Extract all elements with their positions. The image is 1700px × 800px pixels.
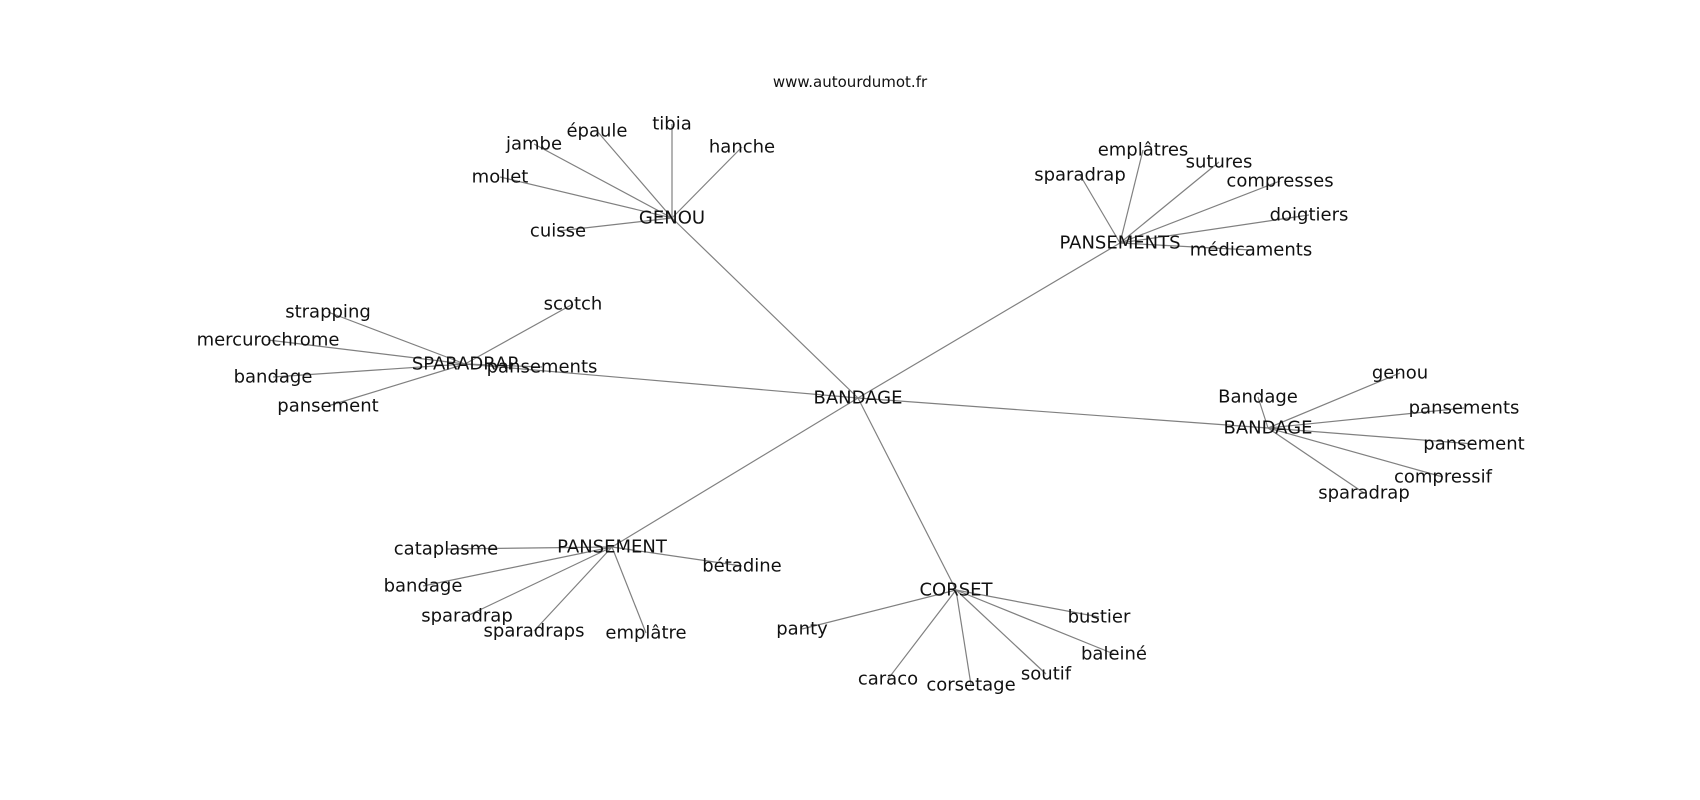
hub-node-label: SPARADRAP — [412, 354, 518, 375]
edge-hub-to-word — [1079, 174, 1121, 244]
word-node-label: bandage — [234, 367, 313, 388]
word-node-label: soutif — [1021, 664, 1072, 685]
word-node-label: médicaments — [1190, 240, 1312, 261]
word-node-label: hanche — [709, 137, 775, 158]
center-node-label: BANDAGE — [814, 388, 903, 409]
edge-hub-to-word — [1119, 161, 1220, 244]
word-node-label: sparadrap — [421, 606, 513, 627]
edge-hub-to-word — [445, 546, 613, 550]
word-node-label: strapping — [285, 302, 371, 323]
word-node-label: mercurochrome — [197, 330, 340, 351]
edge-hub-to-word — [1257, 396, 1269, 429]
word-node-label: bandage — [384, 576, 463, 597]
edge-hub-to-word — [955, 589, 1115, 655]
edge-center-to-hub — [464, 363, 859, 399]
edge-hub-to-word — [801, 589, 957, 630]
word-node-label: cuisse — [530, 221, 586, 242]
word-node-label: bétadine — [702, 556, 782, 577]
edge-hub-to-word — [611, 546, 647, 634]
edge-hub-to-word — [1267, 427, 1475, 445]
edge-hub-to-word — [1119, 180, 1281, 244]
word-node-label: sparadrap — [1318, 483, 1410, 504]
edge-hub-to-word — [557, 217, 673, 232]
edge-hub-to-word — [611, 546, 743, 567]
hub-node-label: GENOU — [639, 208, 705, 229]
edge-hub-to-word — [464, 363, 543, 368]
word-node-label: baleiné — [1081, 644, 1147, 665]
word-node-label: compressif — [1394, 467, 1493, 488]
edge-center-to-hub — [671, 217, 859, 399]
word-node-label: caraco — [858, 669, 918, 690]
edge-hub-to-word — [267, 339, 466, 365]
edge-hub-to-word — [1119, 149, 1144, 244]
edge-hub-to-word — [499, 176, 673, 219]
word-node-label: corsetage — [926, 675, 1015, 696]
edge-hub-to-word — [955, 589, 1100, 618]
edge-hub-to-word — [596, 130, 673, 219]
word-node-label: pansements — [487, 357, 598, 378]
word-node-label: cataplasme — [394, 539, 498, 560]
edge-center-to-hub — [857, 397, 957, 591]
edge-center-to-hub — [857, 242, 1121, 399]
edge-hub-to-word — [533, 143, 673, 219]
edge-hub-to-word — [1267, 427, 1365, 494]
word-node-label: sutures — [1186, 152, 1253, 173]
word-node-label: doigtiers — [1270, 205, 1349, 226]
hub-node-label: CORSET — [919, 580, 993, 601]
edge-hub-to-word — [1267, 372, 1401, 429]
edge-center-to-hub — [857, 397, 1269, 429]
edge-hub-to-word — [887, 589, 957, 680]
graph-edges — [267, 124, 1475, 686]
edge-hub-to-word — [272, 363, 466, 378]
edge-hub-to-word — [1119, 214, 1310, 244]
hub-node-label: BANDAGE — [1224, 418, 1313, 439]
hub-node-label: PANSEMENT — [557, 537, 668, 558]
word-node-label: bustier — [1068, 607, 1131, 628]
edge-hub-to-word — [955, 589, 1047, 675]
edge-hub-to-word — [671, 146, 743, 219]
word-node-label: panty — [776, 619, 828, 640]
word-node-label: mollet — [472, 167, 529, 188]
edge-hub-to-word — [422, 546, 613, 587]
word-node-label: scotch — [544, 294, 603, 315]
word-node-label: emplâtre — [605, 623, 686, 644]
site-title: www.autourdumot.fr — [772, 73, 928, 91]
word-node-label: jambe — [505, 134, 562, 155]
word-node-label: Bandage — [1218, 387, 1298, 408]
edge-hub-to-word — [955, 589, 972, 686]
edge-hub-to-word — [1267, 427, 1444, 478]
edge-hub-to-word — [533, 546, 613, 632]
word-node-label: épaule — [566, 121, 627, 142]
word-node-label: tibia — [652, 114, 692, 135]
word-node-label: sparadrap — [1034, 165, 1126, 186]
edge-hub-to-word — [327, 363, 466, 407]
word-node-label: genou — [1372, 363, 1428, 384]
edge-hub-to-word — [466, 546, 613, 617]
word-node-label: sparadraps — [484, 621, 585, 642]
edge-hub-to-word — [464, 303, 574, 365]
hub-node-label: PANSEMENTS — [1059, 233, 1180, 254]
edge-hub-to-word — [1267, 407, 1465, 429]
word-node-label: pansement — [277, 396, 378, 417]
word-node-label: pansement — [1423, 434, 1524, 455]
edge-hub-to-word — [327, 311, 466, 365]
edge-center-to-hub — [611, 397, 859, 548]
word-node-label: compresses — [1226, 171, 1333, 192]
word-node-label: pansements — [1409, 398, 1520, 419]
word-node-label: emplâtres — [1098, 140, 1189, 161]
edge-hub-to-word — [1119, 242, 1252, 251]
